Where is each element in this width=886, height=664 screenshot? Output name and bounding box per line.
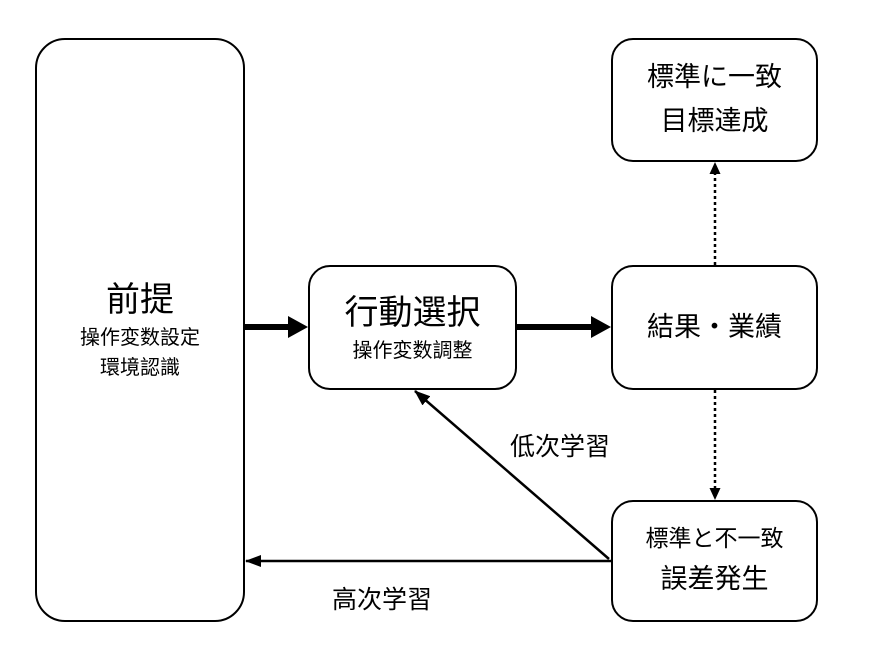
match-line-1: 標準に一致: [647, 62, 782, 93]
premise-line-2: 環境認識: [100, 355, 180, 379]
premise-title: 前提: [106, 280, 174, 320]
high-learning-label: 高次学習: [332, 585, 433, 614]
result-box: 結果・業績: [611, 265, 818, 390]
action-title: 行動選択: [344, 292, 481, 333]
mismatch-line-2: 誤差発生: [660, 564, 769, 595]
low-learning-label: 低次学習: [510, 432, 611, 461]
mismatch-box: 標準と不一致 誤差発生: [611, 500, 818, 622]
arrow-result-to-mismatch: [709, 390, 721, 500]
arrow-action-to-result: [517, 316, 611, 338]
result-title: 結果・業績: [647, 311, 782, 343]
arrow-premise-to-action: [245, 316, 308, 338]
arrow-result-to-match: [709, 162, 721, 265]
premise-line-1: 操作変数設定: [80, 325, 200, 349]
arrow-low-learning: [414, 390, 610, 560]
match-line-2: 目標達成: [660, 106, 769, 137]
mismatch-line-1: 標準と不一致: [645, 526, 784, 552]
action-sub: 操作変数調整: [352, 337, 473, 362]
premise-box: 前提 操作変数設定 環境認識: [35, 38, 245, 622]
match-box: 標準に一致 目標達成: [611, 38, 818, 162]
action-box: 行動選択 操作変数調整: [308, 265, 517, 390]
